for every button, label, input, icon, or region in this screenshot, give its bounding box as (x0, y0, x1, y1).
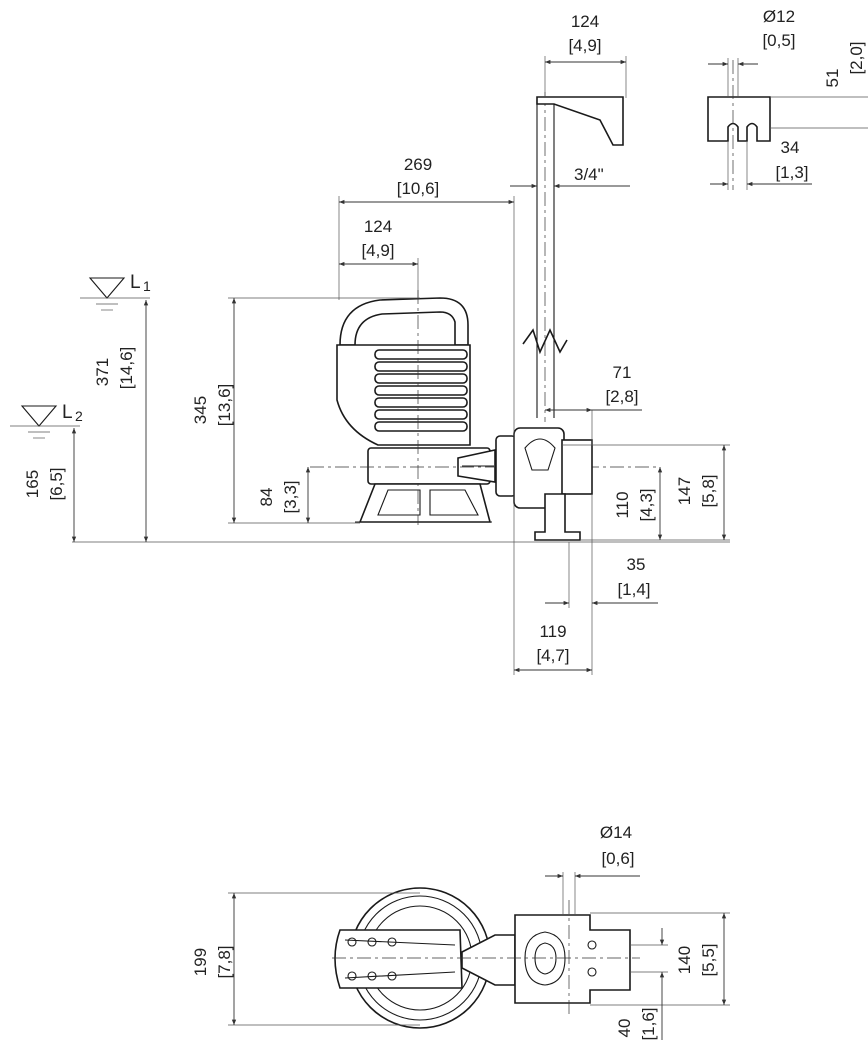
dim-d12-mm: Ø12 (763, 7, 795, 26)
dim-110-mm: 110 (613, 491, 632, 518)
dim-345: 345 [13,6] (191, 297, 420, 524)
dim-165-mm: 165 (23, 470, 42, 498)
dim-199-in: [7,8] (215, 945, 234, 978)
level-l2-letter: L (62, 402, 73, 423)
dim-40: 40 [1,6] (615, 928, 668, 1041)
dim-d12-in: [0,5] (762, 31, 795, 50)
dim-d14-mm: Ø14 (600, 823, 632, 842)
pump-side-view (310, 290, 660, 525)
dim-124-top-mm: 124 (571, 12, 599, 31)
dim-199: 199 [7,8] (191, 892, 420, 1026)
dim-165-in: [6,5] (47, 467, 66, 500)
dim-269-mm: 269 (404, 155, 432, 174)
dim-124-mid: 124 [4,9] (339, 217, 419, 300)
dim-269-in: [10,6] (397, 179, 440, 198)
dim-40-mm: 40 (615, 1019, 634, 1038)
level-l2: L 2 (10, 402, 83, 439)
dim-71: 71 [2,8] (545, 363, 642, 445)
dim-thread-label: 3/4" (574, 165, 604, 184)
dim-84-mm: 84 (257, 488, 276, 507)
dim-345-in: [13,6] (215, 384, 234, 427)
dim-199-mm: 199 (191, 948, 210, 976)
dim-119: 119 [4,7] (513, 430, 592, 675)
dim-34-in: [1,3] (775, 163, 808, 182)
dim-140-in: [5,5] (699, 943, 718, 976)
dim-371: 371 [14,6] (93, 300, 149, 542)
dim-35: 35 [1,4] (545, 494, 658, 675)
dim-51: 51 [2,0] (770, 41, 868, 129)
dim-119-mm: 119 (539, 622, 566, 641)
dim-371-in: [14,6] (117, 347, 136, 390)
dim-124-top-in: [4,9] (568, 36, 601, 55)
dim-345-mm: 345 (191, 396, 210, 424)
dim-140-mm: 140 (675, 946, 694, 974)
level-l1: L 1 (80, 272, 151, 311)
bracket-detail (707, 60, 771, 190)
dim-371-mm: 371 (93, 358, 112, 386)
dim-71-mm: 71 (613, 363, 632, 382)
dim-165: 165 [6,5] (23, 428, 77, 542)
pump-top-view (332, 887, 640, 1029)
dim-35-in: [1,4] (617, 580, 650, 599)
dim-d12: Ø12 [0,5] (708, 7, 796, 97)
dim-d14-in: [0,6] (601, 849, 634, 868)
dim-35-mm: 35 (627, 555, 646, 574)
discharge-valve (495, 427, 593, 541)
dim-thread: 3/4" (510, 165, 630, 189)
dim-51-mm: 51 (823, 69, 842, 88)
level-l1-letter: L (130, 272, 141, 293)
dim-110: 110 [4,3] (580, 467, 730, 541)
level-l2-sub: 2 (75, 408, 83, 424)
dim-147-in: [5,8] (699, 474, 718, 507)
dim-71-in: [2,8] (605, 387, 638, 406)
dim-84-in: [3,3] (281, 480, 300, 513)
dim-34: 34 [1,3] (710, 138, 812, 190)
dim-147-mm: 147 (675, 477, 694, 505)
dim-40-in: [1,6] (639, 1007, 658, 1040)
cooling-fins (374, 349, 468, 432)
dim-34-mm: 34 (781, 138, 800, 157)
dim-119-in: [4,7] (536, 646, 569, 665)
dim-84: 84 [3,3] (257, 467, 311, 523)
dim-147: 147 [5,8] (562, 444, 730, 540)
dim-d14: Ø14 [0,6] (545, 823, 640, 915)
level-l1-sub: 1 (143, 278, 151, 294)
dim-124-mid-in: [4,9] (361, 241, 394, 260)
discharge-pipe (522, 92, 624, 422)
dim-124-mid-mm: 124 (364, 217, 392, 236)
dim-269: 269 [10,6] (338, 155, 515, 430)
dim-51-in: [2,0] (847, 41, 866, 74)
dim-110-in: [4,3] (637, 488, 656, 521)
dim-140: 140 [5,5] (590, 912, 730, 1006)
dim-124-top: 124 [4,9] (544, 12, 627, 98)
